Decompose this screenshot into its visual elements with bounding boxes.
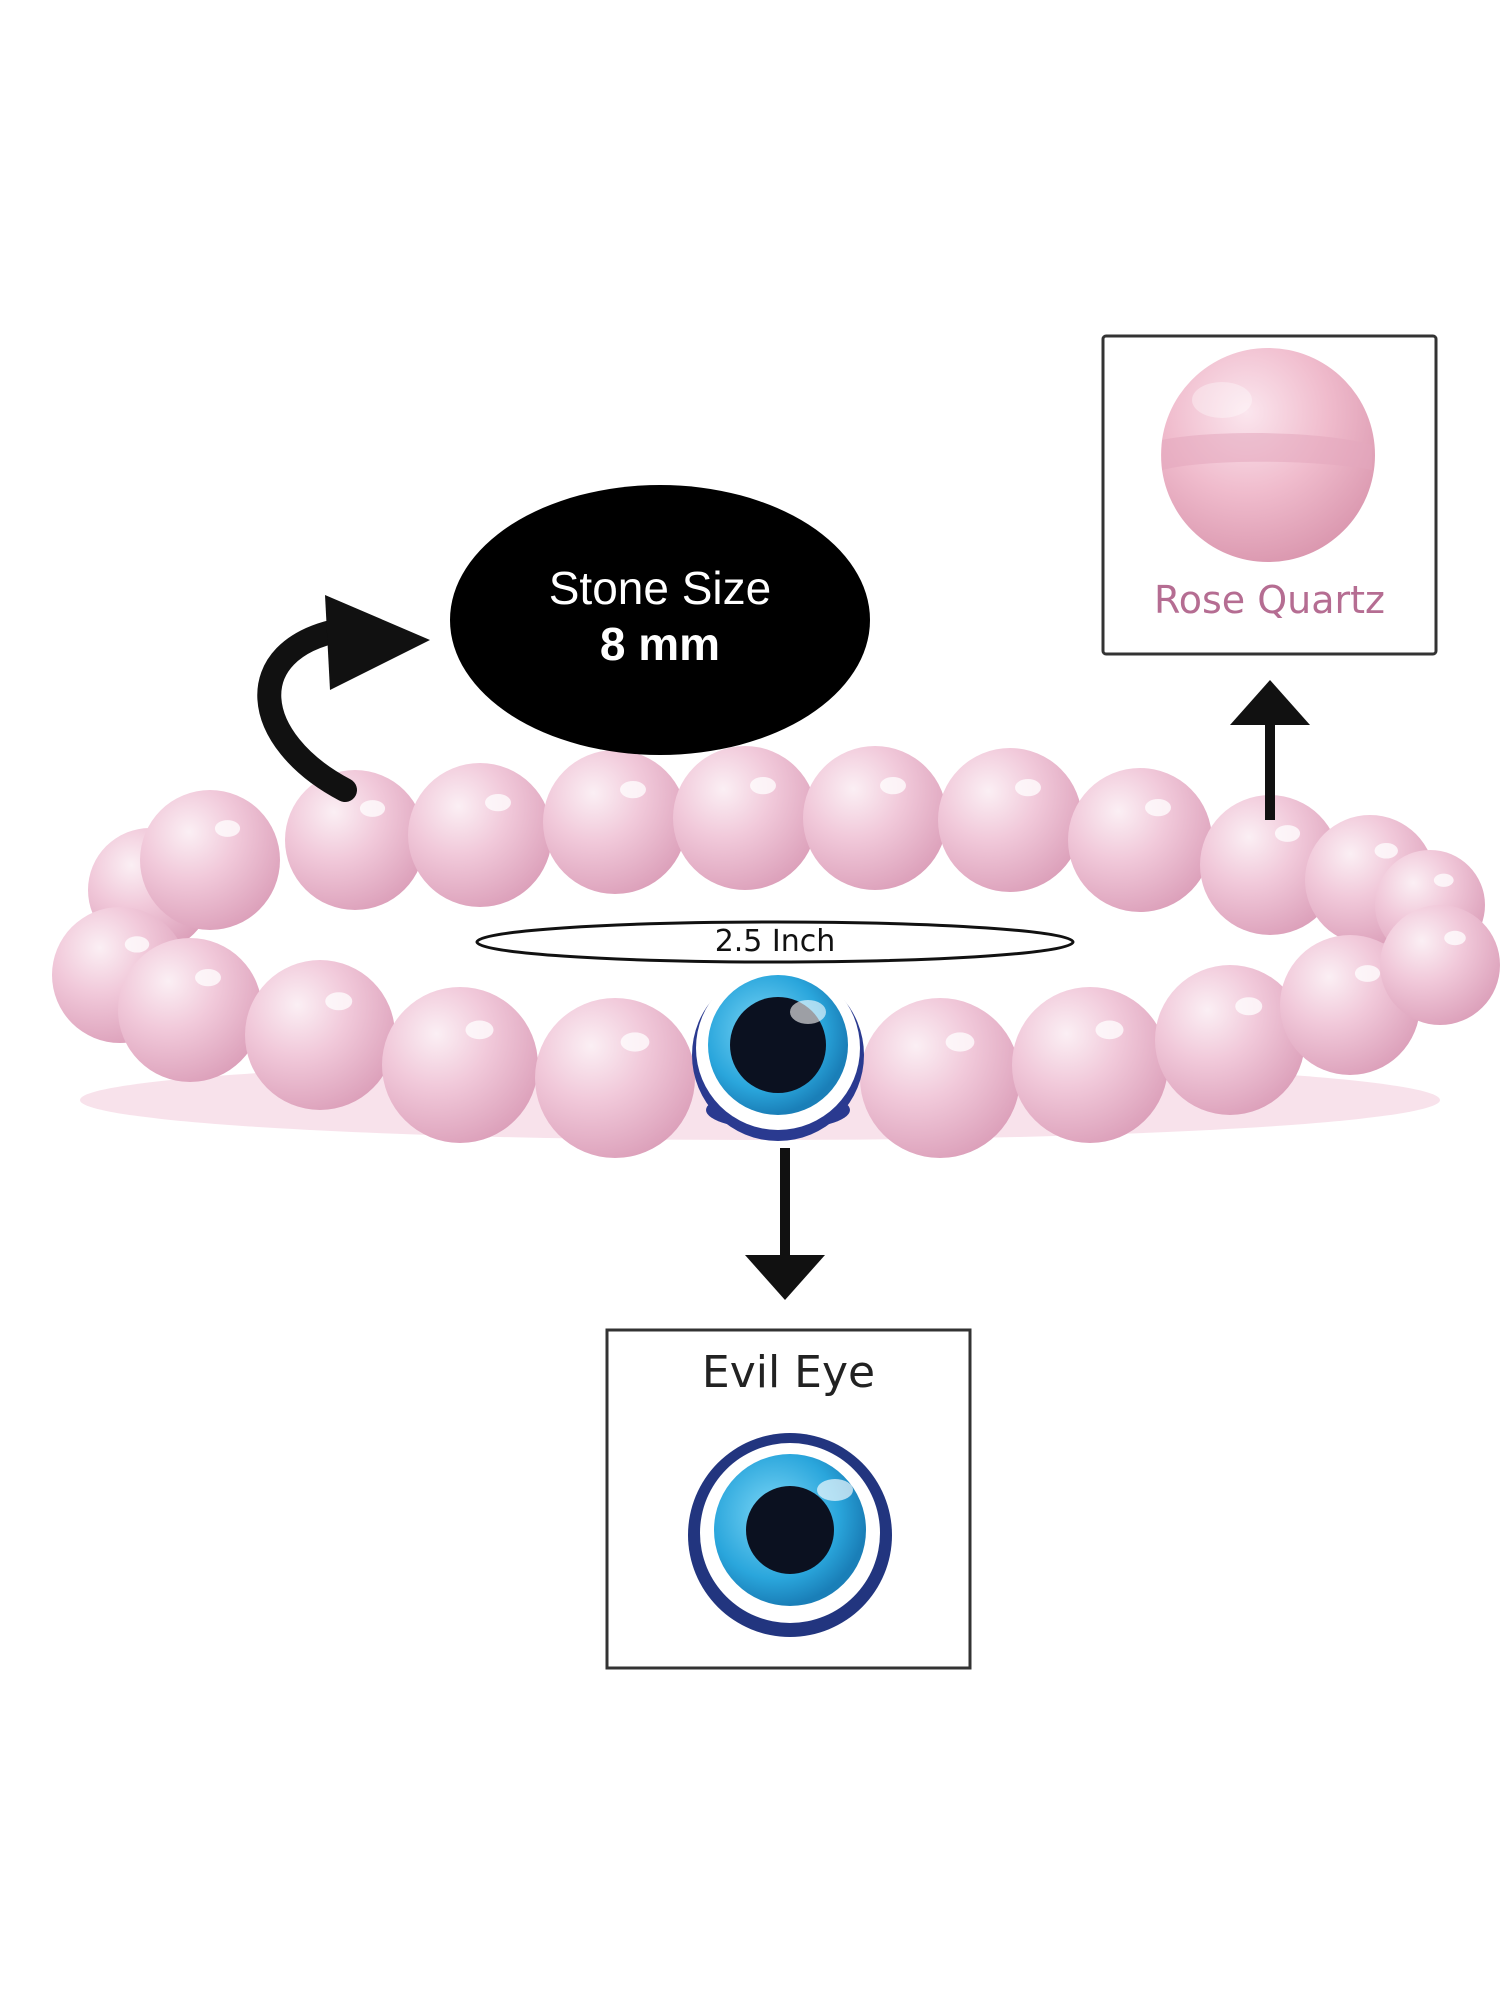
evil-eye-icon [688,1433,892,1637]
stone-size-text: Stone Size 8 mm [450,560,870,672]
evil-eye-bead [692,966,864,1141]
bracelet-back-row [88,746,1485,960]
curved-arrow-icon [257,595,430,802]
diameter-label: 2.5 Inch [714,924,836,959]
rose-quartz-bead [673,746,817,890]
stone-size-label: Stone Size [548,562,772,614]
rose-quartz-bead [1012,987,1168,1143]
bracelet-front-row [52,905,1500,1158]
arrow-down-icon [745,1148,825,1300]
stone-size-value: 8 mm [599,618,721,670]
rose-quartz-bead [285,770,425,910]
rose-quartz-bead [803,746,947,890]
evil-eye-label: Evil Eye [701,1347,876,1398]
stone-size-badge [450,485,870,755]
rose-quartz-bead [382,987,538,1143]
rose-quartz-bead [1380,905,1500,1025]
rose-quartz-label: Rose Quartz [1154,578,1385,622]
rose-quartz-bead [543,750,687,894]
rose-quartz-bead [535,998,695,1158]
rose-quartz-bead [118,938,262,1082]
rose-quartz-bead [245,960,395,1110]
rose-quartz-bead [1068,768,1212,912]
rose-quartz-bead [1155,965,1305,1115]
rose-quartz-bead [408,763,552,907]
rose-quartz-stone [1161,348,1375,562]
rose-quartz-bead [1200,795,1340,935]
diameter-ellipse [475,920,1075,964]
arrow-up-icon [1230,680,1310,820]
rose-quartz-bead [140,790,280,930]
rose-quartz-bead [938,748,1082,892]
rose-quartz-bead [860,998,1020,1158]
